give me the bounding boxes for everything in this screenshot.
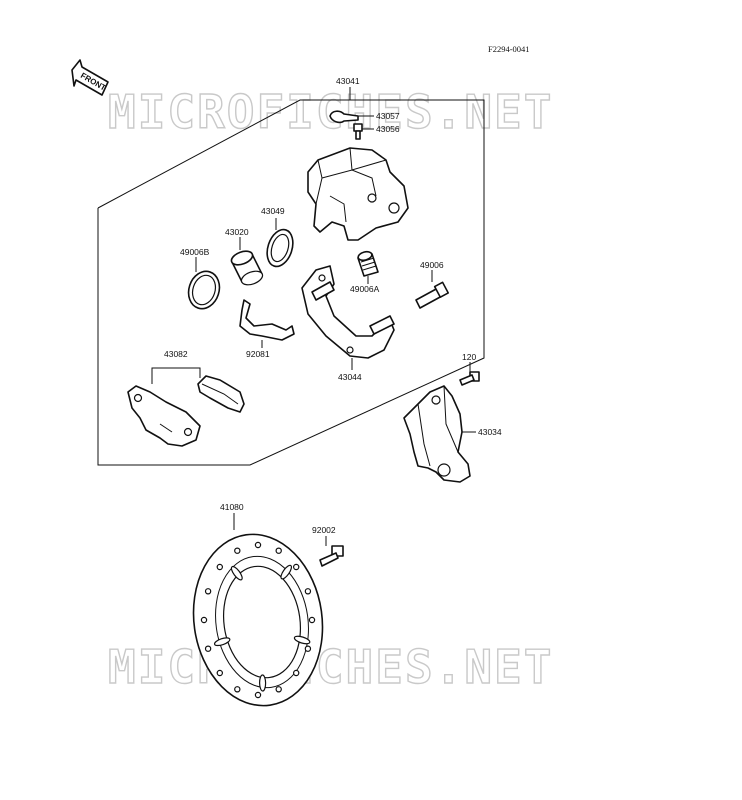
label-43082: 43082 xyxy=(164,349,188,359)
label-43057: 43057 xyxy=(376,111,400,121)
label-41080: 41080 xyxy=(220,502,244,512)
label-120: 120 xyxy=(462,352,476,362)
watermark-top: MICROFICHES.NET xyxy=(108,85,553,139)
part-43034-holder xyxy=(403,385,471,483)
label-92002: 92002 xyxy=(312,525,336,535)
label-49006A: 49006A xyxy=(350,284,380,294)
disc-vent-hole xyxy=(204,588,212,595)
watermark-bottom: MICROFICHES.NET xyxy=(108,640,553,694)
part-43057-cap xyxy=(329,110,359,124)
disc-mount-slot xyxy=(230,565,243,581)
disc-vent-hole xyxy=(234,686,241,693)
disc-vent-hole xyxy=(275,547,282,554)
part-49006-slide-pin xyxy=(415,281,450,309)
part-caliper-body xyxy=(307,147,409,241)
disc-vent-hole xyxy=(200,616,208,624)
part-43020-piston xyxy=(230,250,264,286)
part-43082-pad-outer xyxy=(127,385,201,447)
disc-mount-slot xyxy=(258,674,267,692)
part-43082-pad-inner xyxy=(197,375,245,413)
label-43056: 43056 xyxy=(376,124,400,134)
disc-vent-hole xyxy=(234,547,241,554)
disc-vent-hole xyxy=(304,645,312,652)
part-49006B-dust-seal xyxy=(187,270,221,310)
label-49006: 49006 xyxy=(420,260,444,270)
disc-vent-hole xyxy=(254,541,262,549)
part-92081-spring xyxy=(239,299,295,341)
diagram-code: F2294-0041 xyxy=(488,44,530,54)
disc-vent-hole xyxy=(216,669,223,677)
label-43041: 43041 xyxy=(336,76,360,86)
leader-43082 xyxy=(151,367,201,384)
part-43044-bracket xyxy=(301,265,395,359)
label-43044: 43044 xyxy=(338,372,362,382)
disc-vent-hole xyxy=(275,686,282,693)
part-43049-seal xyxy=(266,228,294,268)
label-43049: 43049 xyxy=(261,206,285,216)
label-49006B: 49006B xyxy=(180,247,210,257)
label-43020: 43020 xyxy=(225,227,249,237)
disc-mount-slot xyxy=(213,637,231,647)
disc-mount-slot xyxy=(293,635,311,645)
disc-vent-hole xyxy=(293,669,300,677)
label-43034: 43034 xyxy=(478,427,502,437)
disc-vent-hole xyxy=(293,563,300,571)
disc-mount-slot xyxy=(280,564,293,580)
part-120-bolt xyxy=(459,371,480,386)
part-49006A-boot xyxy=(357,250,379,277)
part-43056-bleed-valve xyxy=(353,123,363,140)
disc-vent-hole xyxy=(254,691,262,699)
disc-vent-hole xyxy=(304,588,312,595)
part-92002-disc-bolt xyxy=(319,545,344,567)
disc-vent-hole xyxy=(216,563,223,571)
part-41080-brake-disc xyxy=(192,533,324,707)
caliper-assembly-outline xyxy=(97,99,485,466)
label-92081: 92081 xyxy=(246,349,270,359)
disc-vent-hole xyxy=(204,645,212,652)
front-arrow-icon: FRONT xyxy=(71,59,109,96)
disc-vent-hole xyxy=(308,616,316,624)
